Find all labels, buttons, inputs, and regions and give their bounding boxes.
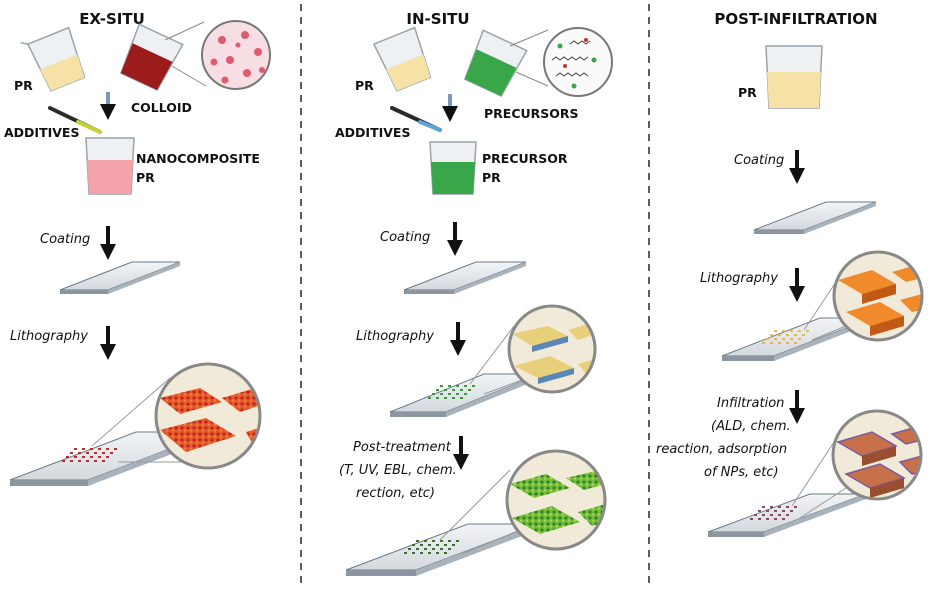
additives-label: ADDITIVES <box>4 125 79 140</box>
infiltrated-slide-icon <box>707 493 867 537</box>
pr-label-3: PR <box>738 85 757 100</box>
lithography-step-label: Lithography <box>10 329 88 344</box>
lithography-slide-icon <box>389 373 541 417</box>
post-treatment-label-2: (T, UV, EBL, chem. <box>339 463 457 478</box>
post-treatment-label-3: rection, etc) <box>356 486 435 501</box>
dropper-icon-2 <box>390 106 442 132</box>
post-treatment-label-1: Post-treatment <box>353 440 452 455</box>
post-treatment-slide-icon <box>345 523 539 576</box>
post-infiltration-lithography-zoom-icon <box>803 250 924 342</box>
infiltration-label-2: (ALD, chem. <box>711 419 791 434</box>
post-infiltration-title: POST-INFILTRATION <box>714 10 877 28</box>
precursor-zoom-icon <box>509 27 613 97</box>
lithography-step-label-2: Lithography <box>356 329 434 344</box>
ex-situ-title: EX-SITU <box>79 10 145 28</box>
infiltration-label-1: Infiltration <box>717 396 784 411</box>
pr-label-2: PR <box>355 78 374 93</box>
infiltration-label-4: of NPs, etc) <box>704 465 779 480</box>
glass-slide-icon-2 <box>403 261 527 294</box>
in-situ-post-treatment-zoom-icon <box>439 449 607 555</box>
pr-beaker-icon-2 <box>372 26 432 92</box>
nanocomposite-beaker-icon <box>85 137 135 195</box>
nanocomposite-pr-label: PR <box>136 170 155 185</box>
ex-situ-zoom-icon <box>91 362 262 470</box>
infiltration-label-3: reaction, adsorption <box>656 442 787 457</box>
lithography-step-label-3: Lithography <box>700 271 778 286</box>
precursors-label: PRECURSORS <box>484 106 579 121</box>
colloid-zoom-icon <box>164 20 271 90</box>
glass-slide-icon-3 <box>753 201 877 234</box>
colloid-beaker-icon <box>119 23 184 91</box>
pr-label: PR <box>14 78 33 93</box>
additives-label-2: ADDITIVES <box>335 125 410 140</box>
dropper-icon <box>48 106 102 134</box>
in-situ-title: IN-SITU <box>406 10 469 28</box>
precursor-pr-label-2: PR <box>482 170 501 185</box>
precursor-pr-beaker-icon <box>429 141 477 195</box>
pr-beaker-icon-3 <box>765 45 823 109</box>
coating-step-label-2: Coating <box>380 230 430 245</box>
in-situ-lithography-zoom-icon <box>469 304 597 395</box>
infiltration-zoom-icon <box>791 409 923 519</box>
pr-beaker-icon <box>20 26 86 92</box>
colloid-label: COLLOID <box>131 100 192 115</box>
precursor-beaker-icon <box>463 29 528 97</box>
coating-step-label: Coating <box>40 232 90 247</box>
coating-step-label-3: Coating <box>734 153 784 168</box>
nanocomposite-label: NANOCOMPOSITE <box>136 151 260 166</box>
precursor-pr-label: PRECURSOR <box>482 151 568 166</box>
glass-slide-icon <box>59 261 181 294</box>
